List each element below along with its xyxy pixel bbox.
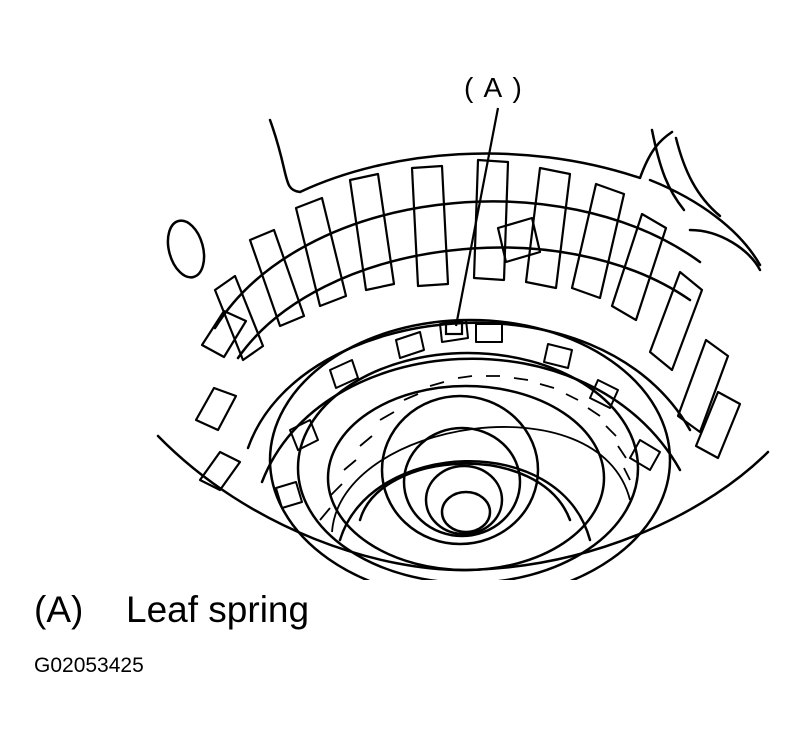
shaft-bore (424, 464, 504, 536)
drum-splines (194, 158, 742, 492)
legend-key: (A) (34, 589, 84, 630)
clutch-plate-lugs (275, 319, 661, 509)
legend-text: Leaf spring (126, 589, 310, 630)
housing-right-contour (648, 178, 762, 267)
drum-outer-rim (213, 200, 702, 330)
drum-lower-ring (246, 321, 692, 450)
legend-entry: (A) Leaf spring (34, 588, 309, 632)
leaf-spring (444, 320, 464, 336)
callout-leader-line (454, 107, 500, 327)
housing-oval-hole (166, 219, 206, 279)
hub-teeth (319, 375, 631, 533)
leaf-spring-marker (444, 107, 500, 336)
clutch-drum-illustration (156, 107, 770, 580)
callout-label: ( A ) (464, 72, 524, 103)
housing-upper-contour (268, 118, 674, 194)
figure-id: G02053425 (34, 654, 144, 677)
hub-ring-outer (268, 318, 672, 580)
hub-ring-inner (296, 351, 640, 580)
shaft-outer (380, 394, 540, 546)
housing-bore-edge (156, 434, 770, 572)
